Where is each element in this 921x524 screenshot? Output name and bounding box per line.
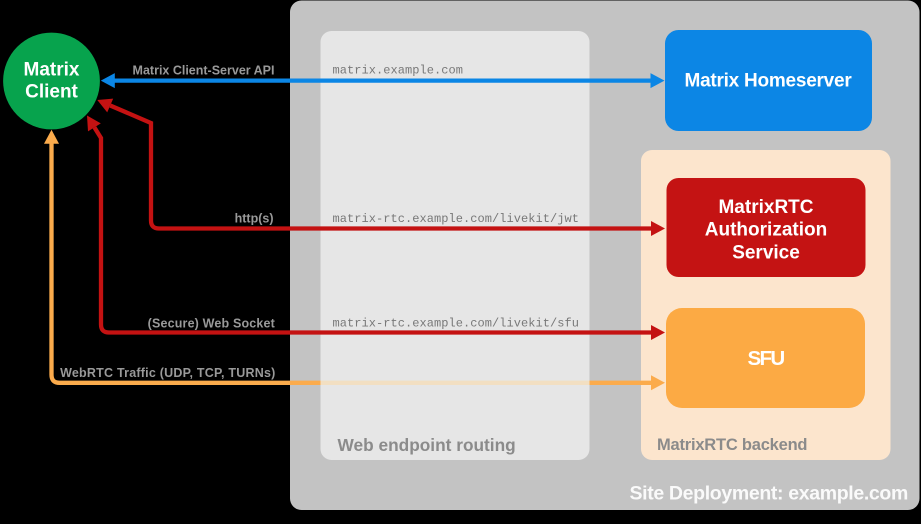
svg-text:Matrix Homeserver: Matrix Homeserver	[684, 70, 852, 91]
svg-text:(Secure) Web Socket: (Secure) Web Socket	[148, 317, 276, 331]
svg-text:WebRTC Traffic (UDP, TCP, TURN: WebRTC Traffic (UDP, TCP, TURNs)	[60, 366, 275, 380]
svg-text:matrix.example.com: matrix.example.com	[333, 64, 464, 78]
svg-text:Authorization: Authorization	[705, 220, 827, 241]
svg-text:SFU: SFU	[748, 347, 785, 370]
svg-text:Site Deployment: example.com: Site Deployment: example.com	[630, 483, 908, 505]
svg-text:Client: Client	[25, 81, 78, 102]
svg-text:http(s): http(s)	[235, 212, 274, 226]
svg-text:Matrix: Matrix	[24, 59, 80, 80]
svg-text:Web endpoint routing: Web endpoint routing	[338, 435, 516, 455]
svg-text:MatrixRTC backend: MatrixRTC backend	[657, 436, 807, 454]
svg-text:MatrixRTC: MatrixRTC	[718, 197, 813, 218]
svg-text:matrix-rtc.example.com/livekit: matrix-rtc.example.com/livekit/sfu	[333, 317, 580, 331]
svg-text:Matrix Client-Server API: Matrix Client-Server API	[133, 63, 275, 77]
svg-text:matrix-rtc.example.com/livekit: matrix-rtc.example.com/livekit/jwt	[333, 212, 580, 226]
svg-text:Service: Service	[732, 243, 800, 264]
